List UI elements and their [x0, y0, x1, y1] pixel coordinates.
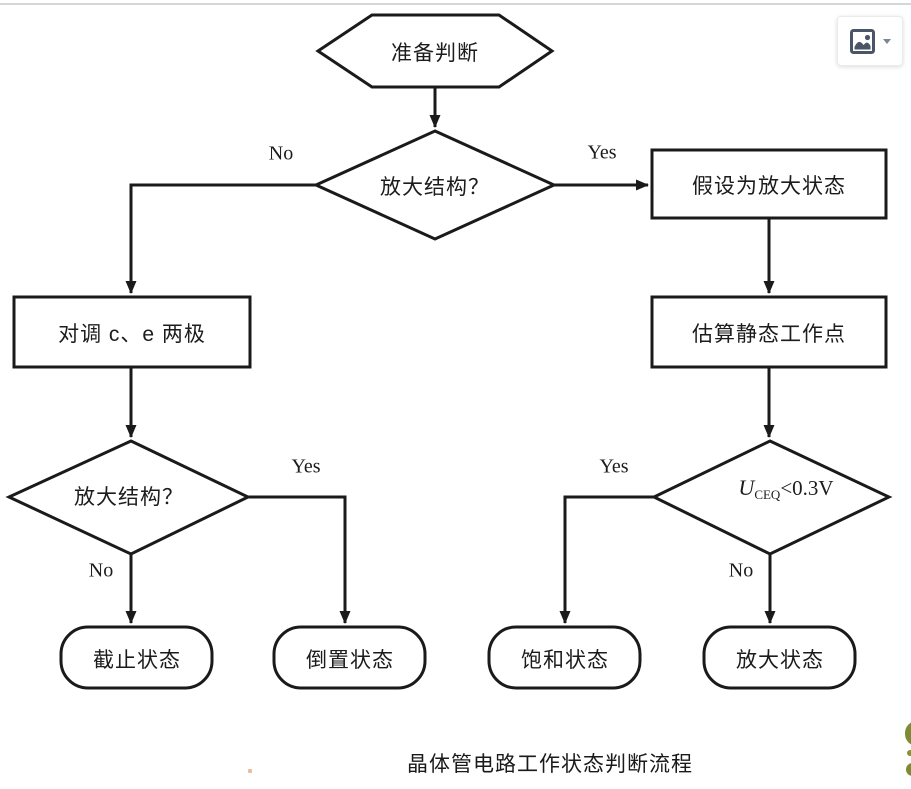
decision1-diamond	[312, 129, 558, 241]
image-tool-button[interactable]	[837, 16, 903, 66]
edge-label-decision3-yes: Yes	[599, 455, 629, 478]
top-divider	[0, 3, 911, 5]
diagram-caption: 晶体管电路工作状态判断流程	[407, 753, 693, 776]
start-hexagon	[315, 13, 555, 89]
decision1-label: 放大结构？	[380, 176, 490, 199]
edge-artifact-icon	[905, 721, 911, 746]
edge-label-decision2-no: No	[88, 559, 114, 582]
edge-label-decision1-yes: Yes	[587, 141, 617, 164]
image-icon	[849, 28, 875, 54]
amplify-label: 放大状态	[736, 649, 824, 672]
estimate-label: 估算静态工作点	[692, 323, 846, 346]
edge-artifact-icon	[906, 763, 911, 776]
decision3-label: UCEQ<0.3V	[738, 475, 833, 503]
cutoff-label: 截止状态	[93, 649, 181, 672]
edge-artifact-icon	[907, 750, 911, 756]
inverted-label: 倒置状态	[306, 649, 394, 672]
caret-down-icon	[882, 38, 891, 44]
connector-decision2-yes-inverted	[248, 495, 351, 624]
decision3-diamond	[650, 439, 893, 556]
connector-decision1-no-swap	[125, 183, 316, 294]
edge-label-decision2-yes: Yes	[291, 455, 321, 478]
terminal-inverted	[272, 625, 427, 690]
edge-label-decision1-no: No	[268, 142, 294, 165]
connector-decision3-yes-saturation	[559, 495, 654, 624]
terminal-saturation	[487, 625, 642, 690]
swap-rect	[12, 295, 252, 369]
edge-label-decision3-no: No	[728, 559, 754, 582]
decision2-diamond	[5, 439, 252, 556]
uceq-subscript: CEQ	[754, 487, 781, 502]
start-label: 准备判断	[391, 42, 479, 65]
saturation-label: 饱和状态	[521, 649, 609, 672]
terminal-cutoff	[59, 625, 214, 690]
assume-rect	[650, 148, 888, 220]
estimate-rect	[650, 295, 888, 369]
swap-label: 对调 c、e 两极	[58, 323, 206, 346]
terminal-amplify	[702, 625, 857, 690]
decision2-label: 放大结构？	[74, 486, 184, 509]
uceq-condition: <0.3V	[780, 476, 834, 500]
cursor-artifact	[248, 769, 252, 773]
uceq-variable: U	[738, 475, 755, 500]
assume-label: 假设为放大状态	[692, 175, 846, 198]
